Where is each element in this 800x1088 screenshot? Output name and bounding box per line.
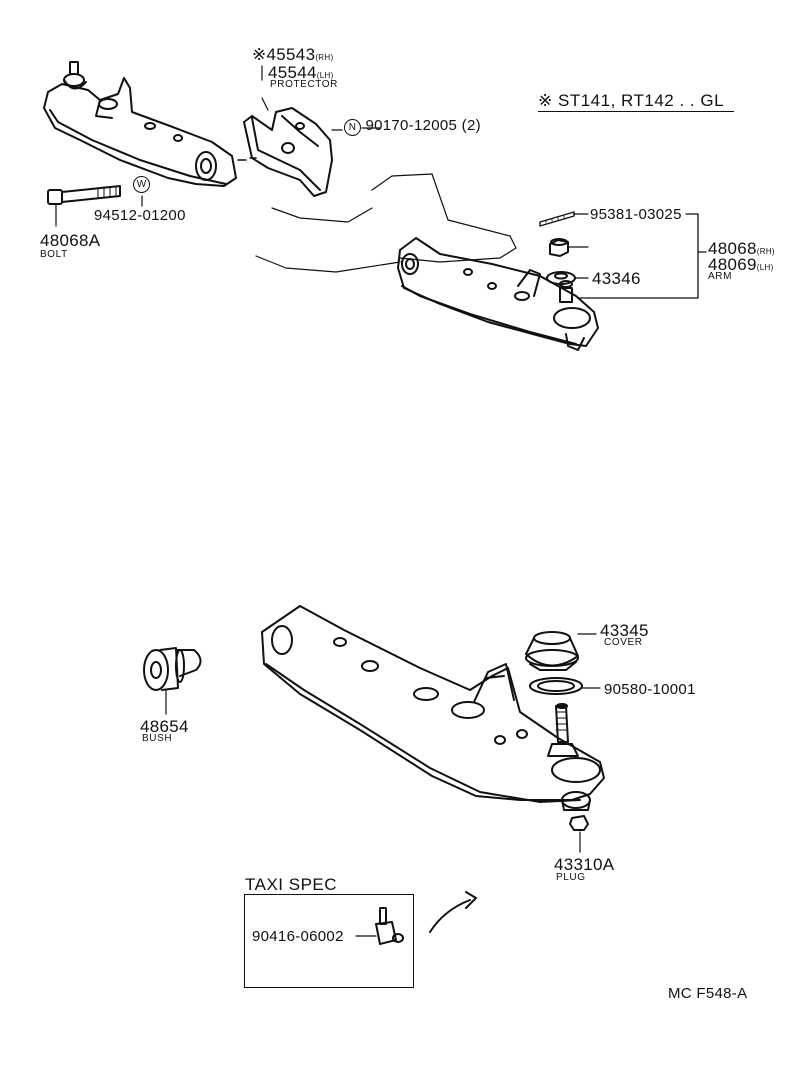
note-text: ST141, RT142 . . GL <box>557 91 725 110</box>
washer-number: 94512-01200 <box>94 207 186 224</box>
diagram-code: MC F548-A <box>668 985 748 1002</box>
nut-number: 90170-12005 (2) <box>365 117 481 134</box>
bush-drawing <box>143 647 202 715</box>
arm-lh-label: 48069(LH) <box>708 256 774 273</box>
arm-rh-side: (RH) <box>756 247 775 256</box>
bolt-drawing <box>47 185 121 227</box>
note-mark: ※ <box>538 91 553 110</box>
arm-rh-number: 48068 <box>708 239 757 258</box>
model-note: ※ ST141, RT142 . . GL <box>538 91 735 112</box>
arm-rh-label: 48068(RH) <box>708 240 775 257</box>
cover-drawing <box>525 631 597 671</box>
washer-symbol-wrap: W <box>133 175 150 193</box>
body-outline-drawing <box>255 127 517 273</box>
protector-rh-label: ※45543(RH) <box>252 46 333 63</box>
taxi-spec-box <box>244 894 414 988</box>
asterisk-mark: ※ <box>252 45 267 64</box>
taxi-spec-title: TAXI SPEC <box>245 875 338 894</box>
lower-arm-large-drawing <box>261 605 605 811</box>
bush-number: 48654 <box>140 717 189 736</box>
clip-drawing <box>529 677 601 695</box>
nut-symbol: N <box>344 119 361 136</box>
plug-drawing <box>569 815 589 853</box>
ball-joint-number: 43346 <box>592 269 641 288</box>
arm-lh-side: (LH) <box>756 263 774 272</box>
bush-name: BUSH <box>142 733 173 744</box>
arm-name: ARM <box>708 271 733 282</box>
protector-lh-side: (LH) <box>316 71 334 80</box>
arm-lh-number: 48069 <box>708 255 757 274</box>
bolt-number: 48068A <box>40 231 101 250</box>
clip-number: 90580-10001 <box>604 681 696 698</box>
protector-lh-label: 45544(LH) <box>268 64 334 81</box>
taxi-fitting-number: 90416-06002 <box>252 928 344 945</box>
plug-name: PLUG <box>556 872 586 883</box>
plug-number: 43310A <box>554 855 615 874</box>
cover-name: COVER <box>604 637 643 648</box>
washer-symbol: W <box>133 176 150 193</box>
lower-arm-left-drawing <box>43 61 257 187</box>
taxi-fitting-drawing <box>355 891 477 945</box>
small-parts-right-drawing <box>539 211 707 299</box>
protector-rh-number: 45543 <box>266 45 316 64</box>
lower-arm-right-drawing <box>397 237 599 351</box>
bolt-name: BOLT <box>40 249 68 260</box>
protector-lh-number: 45544 <box>268 63 317 82</box>
cotter-pin-number: 95381-03025 <box>590 206 682 223</box>
protector-name: PROTECTOR <box>270 79 338 90</box>
protector-drawing <box>243 65 333 197</box>
protector-rh-side: (RH) <box>315 53 334 62</box>
nut-label: N 90170-12005 (2) <box>344 118 481 136</box>
cover-number: 43345 <box>600 621 649 640</box>
